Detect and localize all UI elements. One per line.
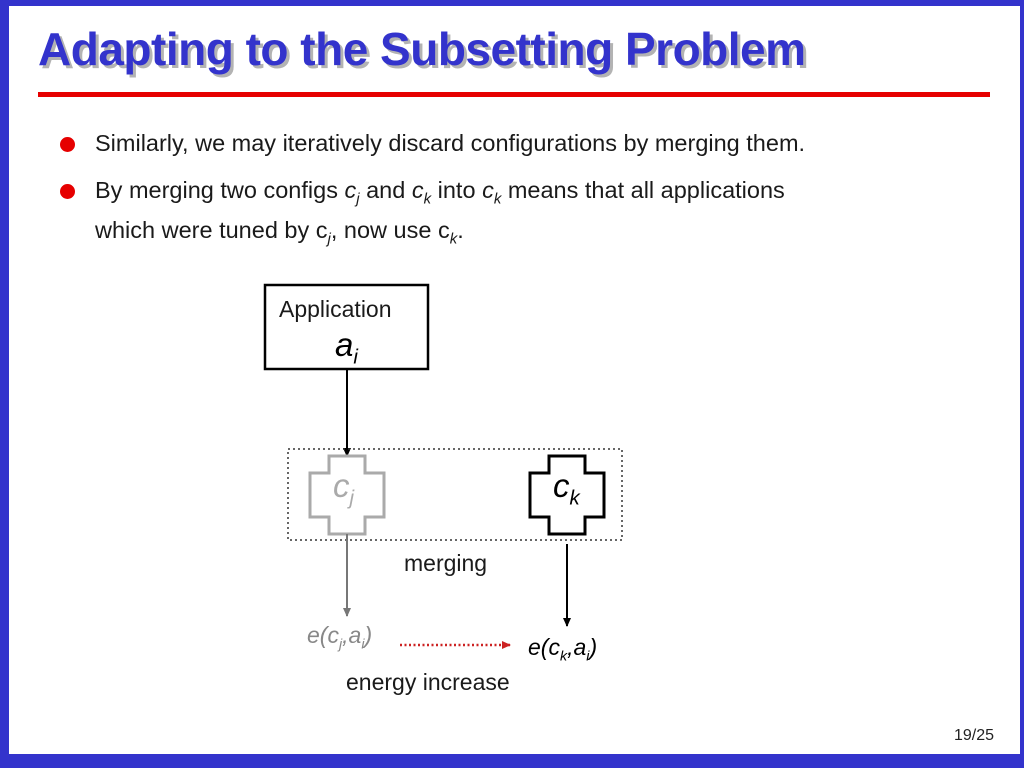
bullet-text: By merging two configs xyxy=(95,177,345,203)
energy-ck-label: e(ck,ai) xyxy=(528,634,598,665)
math-ck: ck xyxy=(482,177,502,208)
frame-left-border xyxy=(0,0,9,768)
config-ck-shape xyxy=(528,454,606,536)
application-box xyxy=(263,283,430,371)
merging-label: merging xyxy=(404,550,488,576)
frame-bottom-border xyxy=(0,754,1024,768)
energy-cj-label: e(cj,ai) xyxy=(307,622,373,653)
bullet-list: Similarly, we may iteratively discard co… xyxy=(60,128,990,270)
bullet-item-2: By merging two configs cj and ck into ck… xyxy=(60,175,990,254)
math-ck: ck xyxy=(411,177,432,208)
title-underline xyxy=(38,92,990,97)
math-cj: cj xyxy=(344,177,360,208)
config-group-dashed-box xyxy=(287,448,623,541)
bullet-dot-icon xyxy=(60,137,75,152)
application-ai-symbol: ai xyxy=(335,326,358,369)
energy-increase-label: energy increase xyxy=(346,669,510,695)
slide-title: Adapting to the Subsetting Problem xyxy=(38,23,806,75)
frame-top-border xyxy=(0,0,1024,6)
application-label: Application xyxy=(279,296,392,322)
config-ck-label: ck xyxy=(553,467,580,510)
bullet-text: Similarly, we may iteratively discard co… xyxy=(95,130,806,156)
bullet-item-1: Similarly, we may iteratively discard co… xyxy=(60,128,990,159)
bullet-dot-icon xyxy=(60,184,75,199)
config-cj-label: cj xyxy=(333,467,355,510)
page-number: 19/25 xyxy=(953,727,994,744)
frame-right-border xyxy=(1020,0,1024,768)
config-cj-shape xyxy=(308,454,386,536)
